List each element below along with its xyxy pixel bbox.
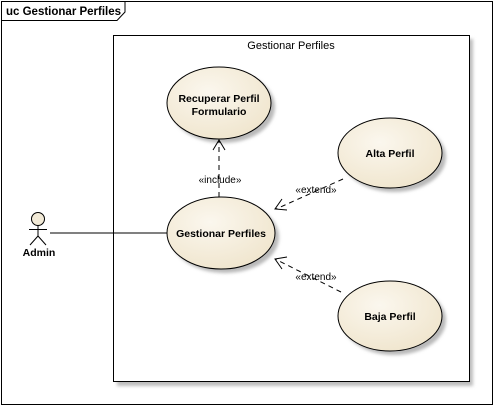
usecase-label-line2: Formulario — [192, 106, 247, 118]
usecase-label: Alta Perfil — [365, 148, 414, 160]
usecase-label: Gestionar Perfiles — [176, 228, 266, 240]
include-relation: «include» — [199, 139, 242, 197]
usecase-alta-perfil[interactable]: Alta Perfil — [337, 117, 446, 192]
frame-title: uc Gestionar Perfiles — [6, 6, 121, 18]
actor-admin[interactable]: Admin — [23, 212, 56, 260]
boundary-title: Gestionar Perfiles — [247, 40, 335, 52]
include-label: «include» — [199, 175, 242, 186]
stick-figure-icon — [29, 212, 47, 246]
open-arrowhead-icon — [274, 256, 288, 270]
extend-label: «extend» — [295, 185, 337, 196]
extend-relation-alta: «extend» — [274, 178, 344, 211]
usecase-label: Baja Perfil — [364, 311, 415, 323]
extend-relation-baja: «extend» — [274, 256, 342, 293]
usecase-label-line1: Recuperar Perfil — [178, 93, 259, 105]
usecase-baja-perfil[interactable]: Baja Perfil — [337, 280, 446, 355]
usecase-gestionar-perfiles[interactable]: Gestionar Perfiles — [166, 196, 279, 273]
open-arrowhead-icon — [274, 198, 288, 211]
extend-label: «extend» — [295, 272, 337, 283]
usecase-recuperar-perfil[interactable]: Recuperar Perfil Formulario — [166, 66, 275, 143]
open-arrowhead-icon — [212, 139, 226, 151]
actor-name: Admin — [23, 247, 56, 259]
